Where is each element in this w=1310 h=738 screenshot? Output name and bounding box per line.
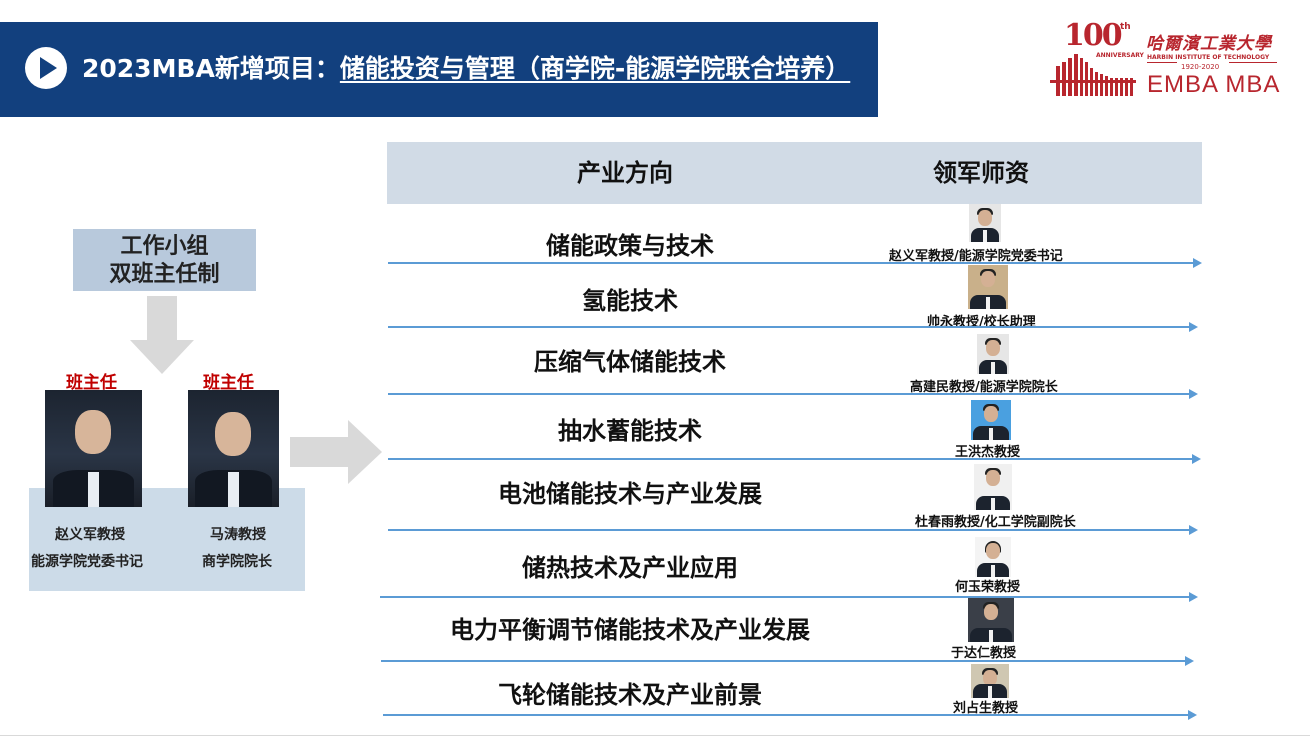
- row-divider-arrow: [380, 592, 1198, 602]
- header-bar: [0, 22, 878, 117]
- row-divider-arrow: [383, 710, 1197, 720]
- leader-title: 能源学院党委书记: [31, 554, 143, 570]
- logo-anniversary: ANNIVERSARY: [1096, 52, 1144, 59]
- row-divider-arrow: [388, 389, 1198, 399]
- row-divider-arrow: [388, 322, 1198, 332]
- building-logo-icon: [1050, 54, 1136, 96]
- logo-divider: [1147, 62, 1177, 63]
- faculty-avatar: [975, 537, 1011, 577]
- faculty-avatar: [969, 204, 1001, 242]
- group-title-line2: 双班主任制: [109, 262, 220, 287]
- leader-photo-avatar: [188, 390, 279, 507]
- page-title: 2023MBA新增项目：储能投资与管理（商学院-能源学院联合培养）: [82, 51, 850, 87]
- leader-role: 班主任: [66, 373, 117, 393]
- faculty-avatar: [977, 334, 1009, 374]
- row-divider-arrow: [381, 656, 1194, 666]
- footer-divider: [0, 735, 1310, 736]
- group-title-line1: 工作小组: [120, 234, 209, 259]
- industry-direction: 飞轮储能技术及产业前景: [498, 681, 762, 709]
- faculty-caption: 杜春雨教授/化工学院副院长: [915, 515, 1076, 530]
- logo-divider: [1229, 62, 1277, 63]
- leader-photo-avatar: [45, 390, 142, 507]
- faculty-avatar: [968, 265, 1008, 309]
- leader-name: 马涛教授: [210, 527, 266, 543]
- faculty-avatar: [971, 400, 1011, 440]
- faculty-caption: 刘占生教授: [953, 701, 1019, 716]
- faculty-avatar: [971, 664, 1009, 698]
- right-arrow-icon: [290, 420, 382, 484]
- leader-name: 赵义军教授: [55, 527, 125, 543]
- hit-emba-mba-logo: 100 th ANNIVERSARY 哈爾濱工業大學 HARBIN INSTIT…: [1048, 18, 1280, 100]
- industry-direction: 储能政策与技术: [546, 232, 714, 260]
- logo-hundred: 100: [1064, 18, 1123, 53]
- faculty-caption: 于达仁教授: [951, 646, 1017, 661]
- logo-program: EMBA MBA: [1147, 71, 1281, 98]
- row-divider-arrow: [388, 454, 1201, 464]
- faculty-avatar: [968, 598, 1014, 642]
- faculty-caption: 何玉荣教授: [955, 580, 1021, 595]
- logo-english-name: HARBIN INSTITUTE OF TECHNOLOGY: [1147, 54, 1270, 61]
- title-prefix: 2023MBA新增项目：: [82, 54, 340, 83]
- down-arrow-icon: [130, 296, 194, 374]
- industry-direction: 电池储能技术与产业发展: [498, 480, 762, 508]
- leader-role: 班主任: [203, 373, 254, 393]
- industry-direction: 压缩气体储能技术: [534, 348, 726, 376]
- column-header-faculty: 领军师资: [933, 159, 1029, 187]
- industry-direction: 储热技术及产业应用: [522, 554, 738, 582]
- row-divider-arrow: [388, 525, 1198, 535]
- industry-direction: 氢能技术: [582, 287, 678, 315]
- logo-university-name: 哈爾濱工業大學: [1146, 34, 1272, 54]
- row-divider-arrow: [388, 258, 1202, 268]
- faculty-avatar: [974, 464, 1012, 510]
- title-main: 储能投资与管理（商学院-能源学院联合培养）: [339, 54, 851, 83]
- working-group-box: 工作小组 双班主任制: [73, 229, 256, 291]
- column-header-direction: 产业方向: [577, 159, 673, 187]
- industry-direction: 抽水蓄能技术: [558, 417, 702, 445]
- industry-direction: 电力平衡调节储能技术及产业发展: [450, 616, 810, 644]
- table-header: 产业方向 领军师资: [387, 142, 1202, 204]
- faculty-caption: 赵义军教授/能源学院党委书记: [889, 249, 1063, 264]
- logo-years: 1920-2020: [1181, 63, 1220, 71]
- logo-th: th: [1120, 22, 1131, 32]
- leader-title: 商学院院长: [202, 554, 272, 570]
- faculty-caption: 高建民教授/能源学院院长: [910, 380, 1058, 395]
- play-circle-icon: [25, 47, 67, 89]
- faculty-caption: 王洪杰教授: [955, 445, 1021, 460]
